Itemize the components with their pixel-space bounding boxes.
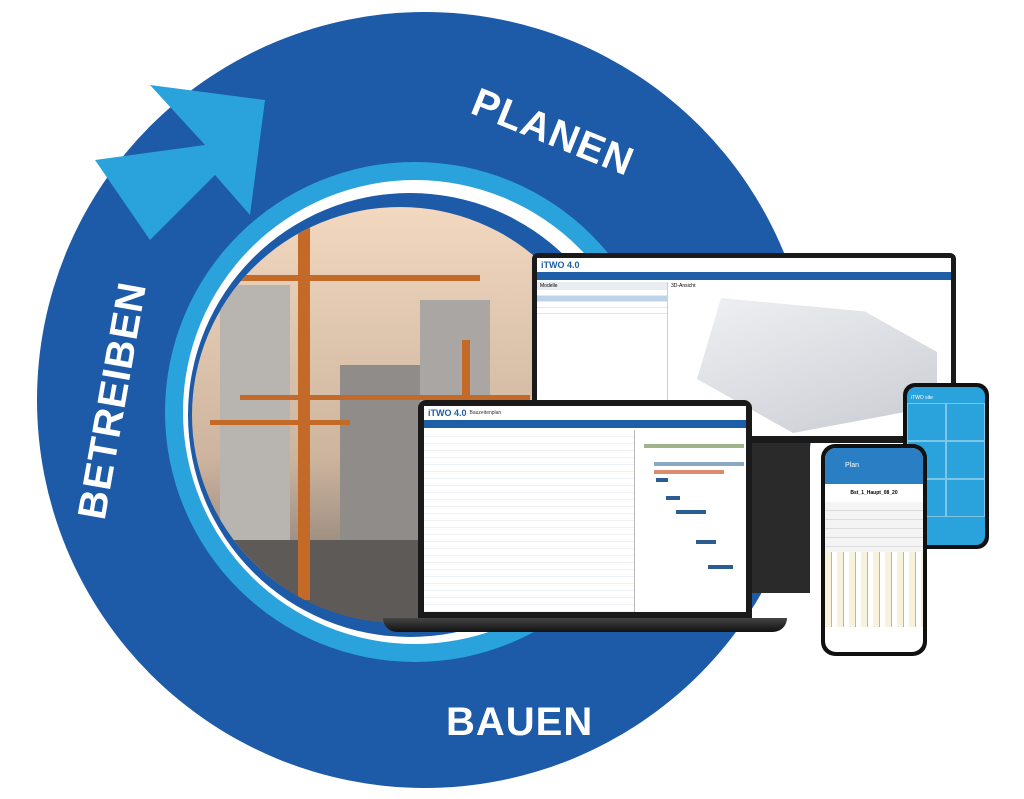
laptop-app-name: iTWO 4.0 xyxy=(428,408,467,418)
phone-back-title: iTWO site xyxy=(911,395,933,401)
laptop-base xyxy=(383,618,787,632)
gantt-chart xyxy=(636,430,746,612)
monitor-app-name: iTWO 4.0 xyxy=(541,260,580,270)
phone-front-title: Plan xyxy=(845,462,860,469)
plan-id: Bst_1_Haupt_08_20 xyxy=(850,490,898,496)
cycle-arrow-icon xyxy=(95,85,265,240)
monitor-panel-title: Modelle xyxy=(537,282,667,290)
phone-front: Plan Bst_1_Haupt_08_20 xyxy=(821,444,927,656)
monitor-viewer-title: 3D-Ansicht xyxy=(671,283,696,289)
stage-bauen: BAUEN xyxy=(446,700,594,744)
laptop-module: Bauzeitenplan xyxy=(469,410,502,416)
schedule-table xyxy=(424,430,635,612)
floor-plan xyxy=(825,552,923,627)
